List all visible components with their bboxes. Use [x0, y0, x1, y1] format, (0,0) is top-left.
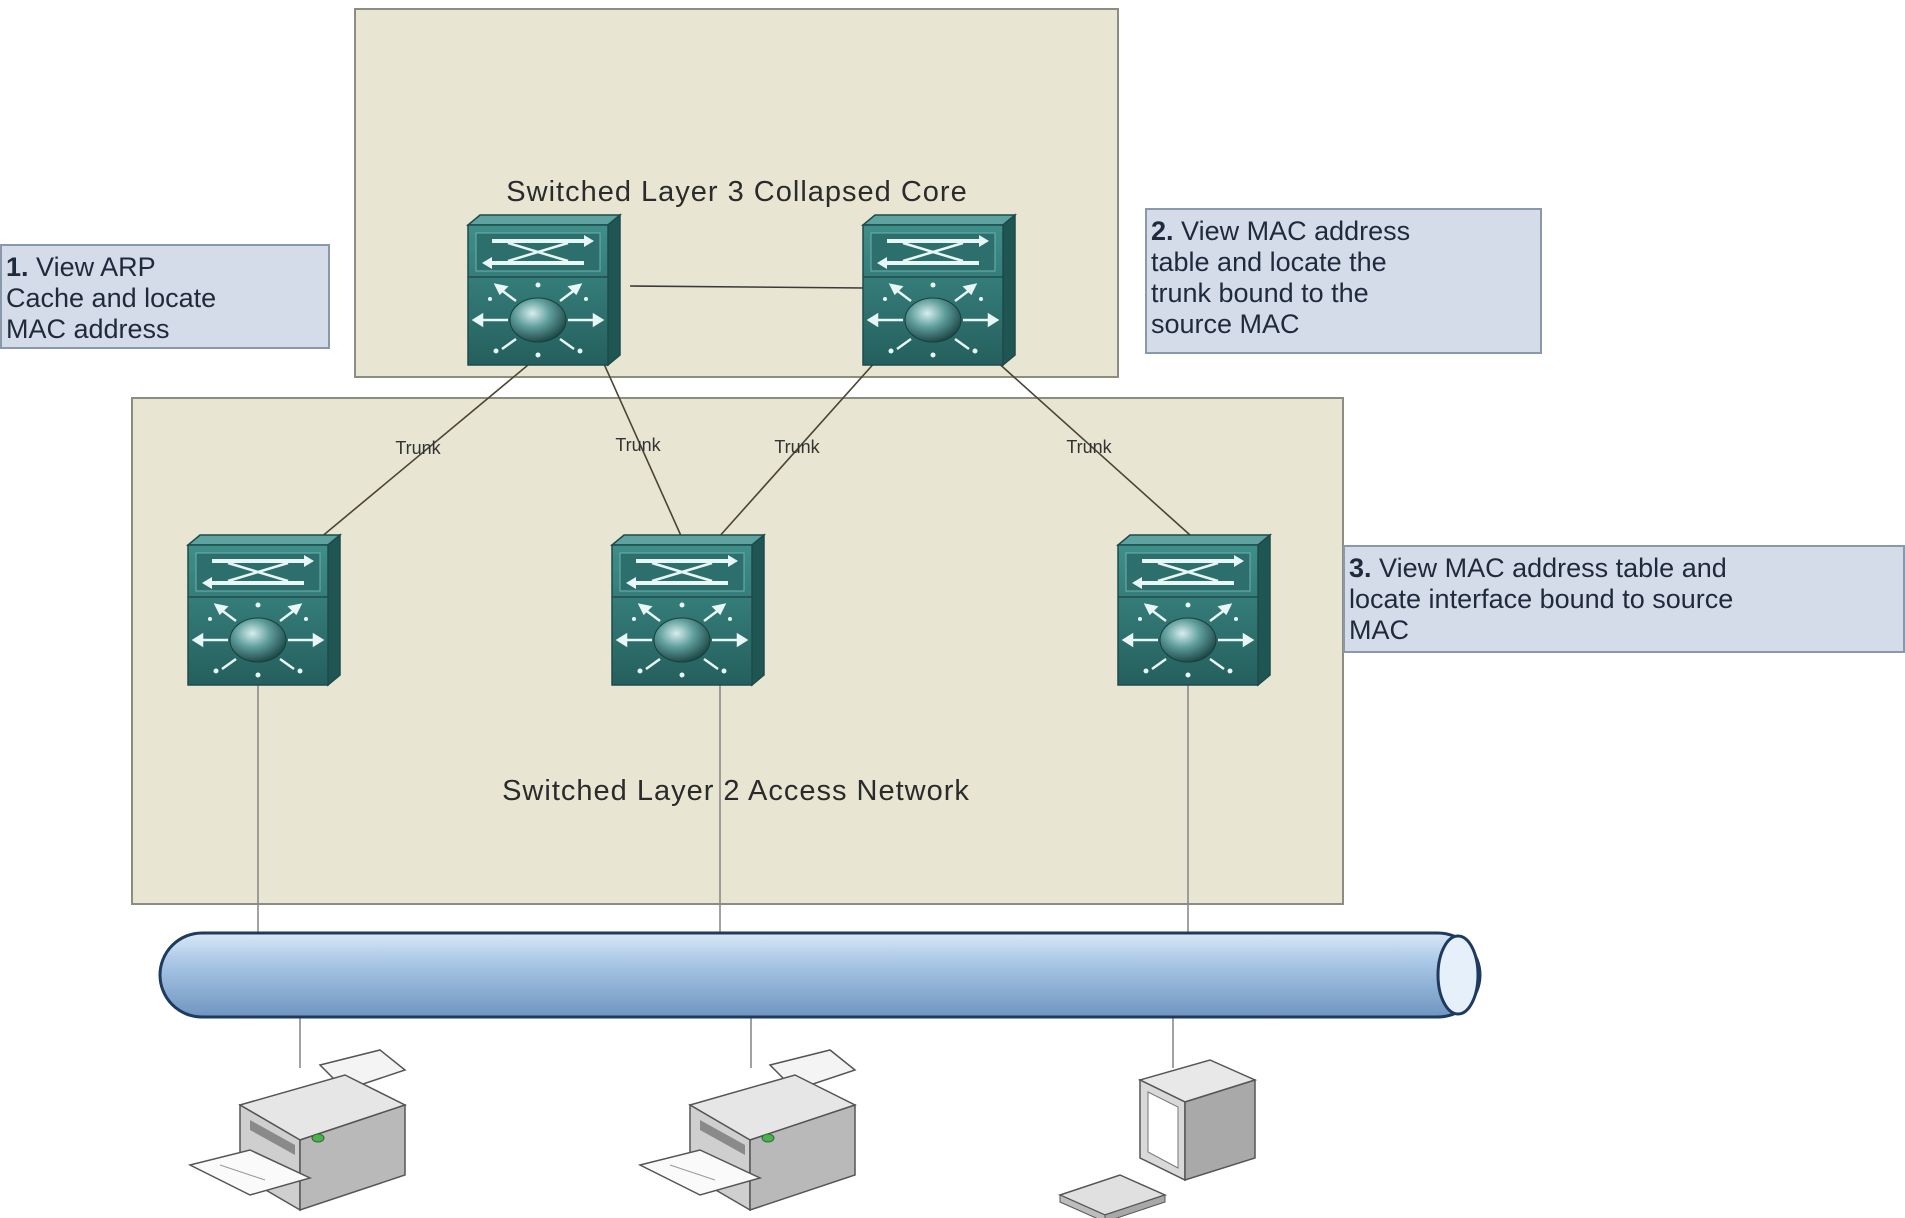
callout-step-1: 1. View ARP Cache and locate MAC address [0, 244, 330, 349]
callout-text: Cache and locate [6, 283, 217, 313]
trunk-link-2 [599, 354, 683, 539]
callout-step-3: 3. View MAC address table and locate int… [1343, 545, 1905, 653]
core-link [629, 285, 866, 289]
trunk-link-1 [319, 354, 541, 539]
callout-line: 1. View ARP [6, 252, 318, 283]
callout-text: MAC address [6, 314, 170, 344]
callout-text: trunk bound to the [1151, 278, 1369, 308]
ethernet-bus-icon [158, 931, 1482, 1019]
core-switch-icon [466, 213, 622, 367]
callout-text: source MAC [1151, 309, 1300, 339]
trunk-link-3 [717, 359, 878, 539]
trunk-label: Trunk [1066, 437, 1112, 457]
access-switch-icon [186, 533, 342, 687]
printer-icon [639, 1049, 856, 1211]
trunk-label: Trunk [774, 437, 820, 457]
computer-icon [1059, 1059, 1256, 1218]
callout-number: 2. [1151, 216, 1174, 246]
trunk-label: Trunk [615, 435, 661, 455]
callout-line: 3. View MAC address table and [1349, 553, 1893, 584]
access-switch-icon [610, 533, 766, 687]
callout-text: View MAC address [1181, 216, 1411, 246]
core-zone-label: Switched Layer 3 Collapsed Core [506, 176, 967, 208]
access-switch-icon [1116, 533, 1272, 687]
callout-text: locate interface bound to source [1349, 584, 1734, 614]
callout-number: 1. [6, 252, 29, 282]
callout-line: 2. View MAC address [1151, 216, 1530, 247]
core-switch-icon [861, 213, 1017, 367]
access-zone-label: Switched Layer 2 Access Network [502, 775, 970, 807]
callout-text: table and locate the [1151, 247, 1387, 277]
callout-number: 3. [1349, 553, 1372, 583]
printer-icon [189, 1049, 406, 1211]
trunk-link-4 [994, 359, 1191, 536]
callout-step-2: 2. View MAC address table and locate the… [1145, 208, 1542, 354]
trunk-label: Trunk [395, 438, 441, 458]
callout-text: MAC [1349, 615, 1409, 645]
callout-text: View ARP [36, 252, 156, 282]
callout-text: View MAC address table and [1379, 553, 1727, 583]
